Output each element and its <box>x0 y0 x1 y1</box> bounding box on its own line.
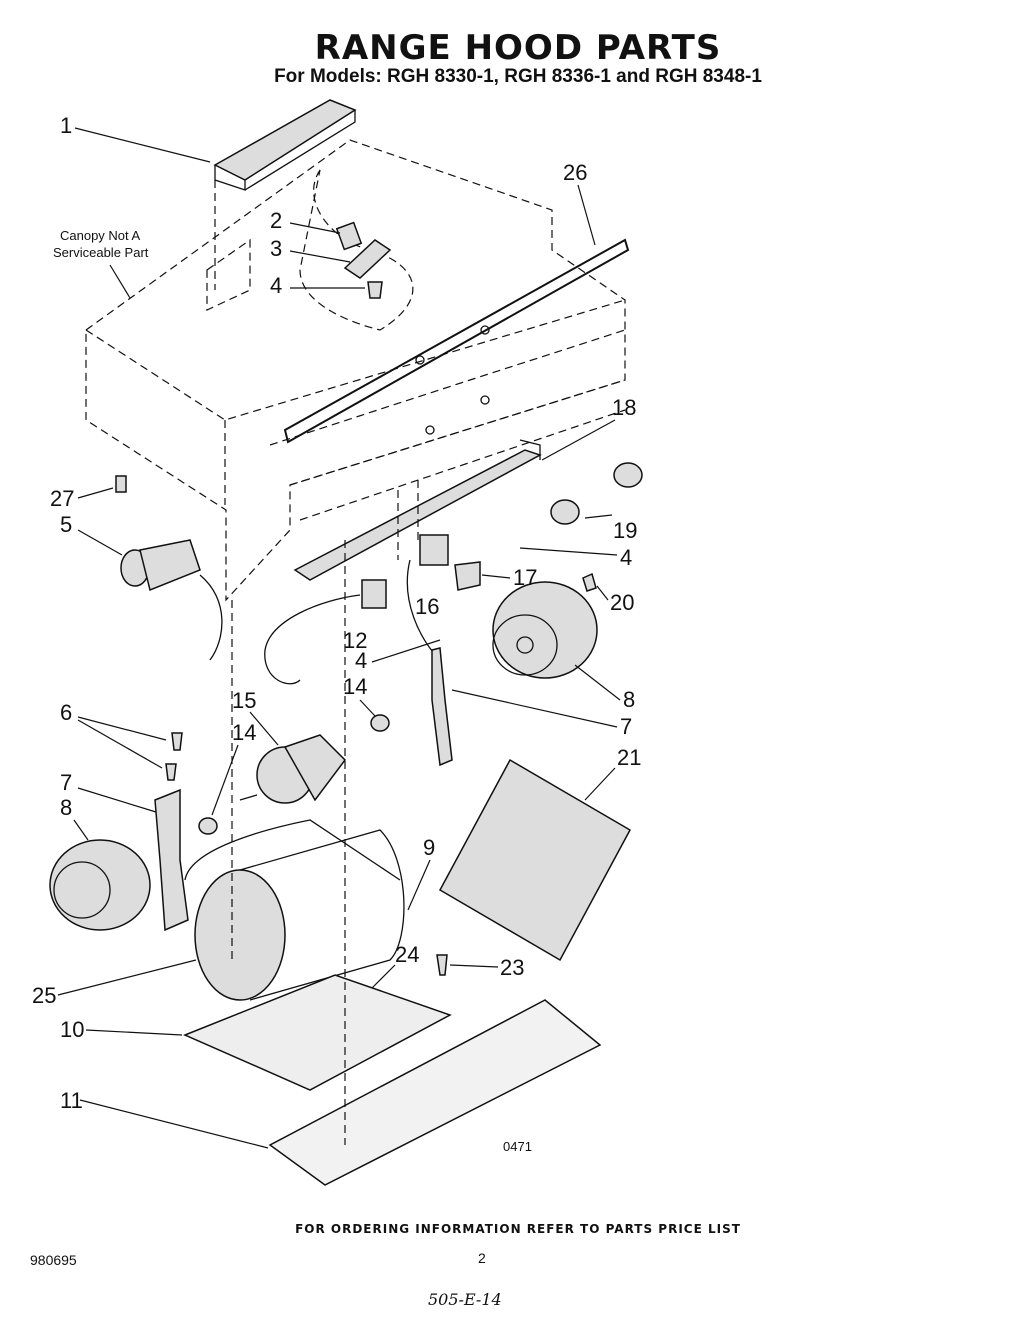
part-2-switch <box>335 221 363 251</box>
document-number: 980695 <box>30 1252 77 1268</box>
callout-6: 6 <box>60 700 72 725</box>
part-3-bracket <box>343 239 392 279</box>
part-10-bottom-plate <box>183 974 452 1091</box>
callout-14-right: 14 <box>343 674 367 699</box>
callout-15: 15 <box>232 688 256 713</box>
callout-24: 24 <box>395 942 419 967</box>
part-7-bracket-right <box>431 647 453 767</box>
callout-1: 1 <box>60 113 72 138</box>
part-19-knobs <box>550 462 643 525</box>
wiring-harness <box>264 559 441 685</box>
callout-4-top: 4 <box>270 273 282 298</box>
callout-5: 5 <box>60 512 72 537</box>
callout-19: 19 <box>613 518 637 543</box>
assembly-guide-lines <box>231 480 419 1145</box>
part-21-grease-filter <box>438 758 632 962</box>
callout-8-left: 8 <box>60 795 72 820</box>
callout-17: 17 <box>513 565 537 590</box>
callout-14-left: 14 <box>232 720 256 745</box>
drawing-code: 0471 <box>503 1139 532 1154</box>
page-title: RANGE HOOD PARTS <box>314 28 722 68</box>
callout-27: 27 <box>50 486 74 511</box>
part-27-screw <box>115 475 127 493</box>
part-23-screw <box>436 954 448 976</box>
canopy-note-line2: Serviceable Part <box>53 245 149 260</box>
part-12-switch <box>361 579 387 609</box>
handwritten-code: 505-E-14 <box>428 1290 502 1309</box>
control-panel-holes <box>415 325 490 435</box>
page-number: 2 <box>478 1250 486 1266</box>
callout-9: 9 <box>423 835 435 860</box>
callout-23: 23 <box>500 955 524 980</box>
part-17-bracket <box>454 561 481 591</box>
part-11-bottom-cover <box>268 999 602 1186</box>
part-25-blower-housing <box>184 819 405 1001</box>
callout-20: 20 <box>610 590 634 615</box>
callout-26: 26 <box>563 160 587 185</box>
callout-labels: 1 2 3 4 26 18 27 5 19 4 17 20 16 12 4 14… <box>32 113 641 1154</box>
part-1-damper <box>213 99 357 290</box>
part-8-blower-wheel-right <box>492 581 598 679</box>
callout-7-right: 7 <box>620 714 632 739</box>
callout-7-left: 7 <box>60 770 72 795</box>
callout-25: 25 <box>32 983 56 1008</box>
part-14-grommet-left <box>198 817 218 835</box>
part-5-light-socket <box>120 539 223 661</box>
callout-12: 12 <box>343 628 367 653</box>
part-15-motor <box>239 734 346 804</box>
canopy-outline <box>85 139 626 602</box>
part-8-blower-wheel-left <box>49 839 151 931</box>
part-16-switch <box>419 534 449 566</box>
callout-16: 16 <box>415 594 439 619</box>
part-4-screw-top <box>367 281 383 299</box>
part-6-screws <box>165 732 183 781</box>
callout-2: 2 <box>270 208 282 233</box>
part-18-bracket <box>293 439 542 581</box>
callout-4-mid: 4 <box>355 648 367 673</box>
callout-18: 18 <box>612 395 636 420</box>
callout-11: 11 <box>60 1088 83 1113</box>
part-26-trim-strip <box>283 238 630 444</box>
ordering-info: FOR ORDERING INFORMATION REFER TO PARTS … <box>295 1222 741 1236</box>
callout-3: 3 <box>270 236 282 261</box>
callout-10: 10 <box>60 1017 84 1042</box>
callout-21: 21 <box>617 745 641 770</box>
models-subtitle: For Models: RGH 8330-1, RGH 8336-1 and R… <box>274 66 762 87</box>
part-7-bracket-left <box>154 788 189 932</box>
part-14-grommet-right <box>370 714 390 732</box>
callout-4-right: 4 <box>620 545 632 570</box>
callout-8-right: 8 <box>623 687 635 712</box>
part-20-screw <box>582 572 597 592</box>
canopy-note-line1: Canopy Not A <box>60 228 141 243</box>
